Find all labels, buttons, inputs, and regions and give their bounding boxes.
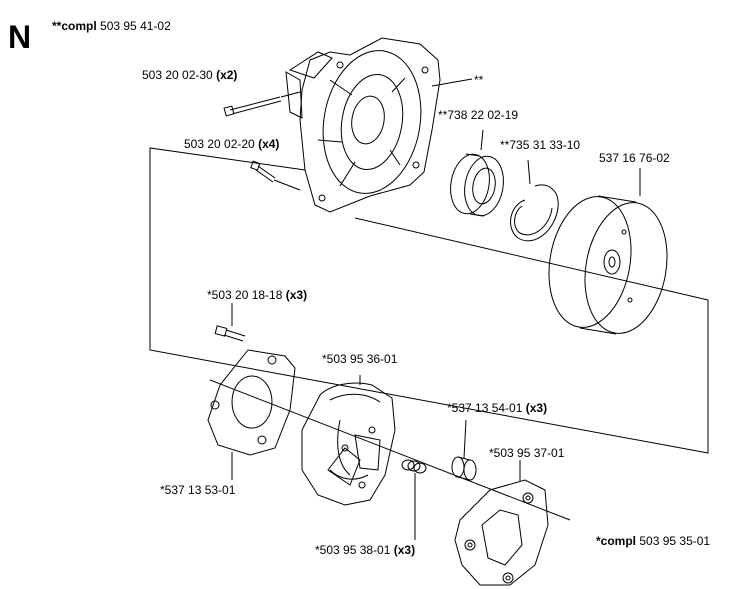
label-screw-x2-qty: (x2) <box>216 68 238 82</box>
label-clutch-assembly-prefix: *compl <box>596 534 637 548</box>
clutch-housing-drawing <box>285 37 473 213</box>
clutch-shoe-drawing <box>301 375 396 506</box>
assembly-header: **compl 503 95 41-02 <box>52 19 171 33</box>
screw-503-20-02-30-drawing <box>223 91 301 117</box>
plate-drawing <box>207 349 296 480</box>
hub-drawing <box>454 460 549 586</box>
label-screw-x4: 503 20 02-20 (x4) <box>184 137 279 151</box>
label-plate: *537 13 53-01 <box>160 483 236 497</box>
label-spring-qty: (x3) <box>393 543 416 557</box>
label-bushing-qty: (x3) <box>525 401 548 415</box>
label-housing: ** <box>474 73 484 87</box>
assembly-frame-lines <box>149 147 709 521</box>
label-circlip: **735 31 33-10 <box>500 138 581 152</box>
clutch-spring-drawing <box>401 459 427 540</box>
label-screw-x4-part: 503 20 02-20 <box>184 137 255 151</box>
label-screw-x2-part: 503 20 02-30 <box>142 68 213 82</box>
label-bolt-x3: *503 20 18-18 (x3) <box>207 288 307 302</box>
label-clutch-assembly: *compl 503 95 35-01 <box>596 534 710 548</box>
clutch-drum-drawing <box>548 168 668 335</box>
header-part-number: 503 95 41-02 <box>100 19 171 33</box>
label-spring: *503 95 38-01 (x3) <box>315 543 415 557</box>
label-spring-part: *503 95 38-01 <box>315 543 391 557</box>
section-letter: N <box>8 19 32 55</box>
label-shoe: *503 95 36-01 <box>322 352 398 366</box>
label-hub: *503 95 37-01 <box>489 446 565 460</box>
label-bushing-part: *537 13 54-01 <box>447 401 523 415</box>
screw-503-20-02-20-drawing <box>250 160 301 191</box>
label-screw-x4-qty: (x4) <box>258 137 280 151</box>
label-bushing: *537 13 54-01 (x3) <box>447 401 547 415</box>
bolt-503-20-18-18-drawing <box>214 303 246 342</box>
label-bolt-x3-part: *503 20 18-18 <box>207 288 283 302</box>
label-bearing: **738 22 02-19 <box>438 108 519 122</box>
bushing-drawing <box>451 419 477 481</box>
label-bolt-x3-qty: (x3) <box>285 288 308 302</box>
bearing-drawing <box>450 129 504 217</box>
circlip-drawing <box>510 159 559 242</box>
header-prefix: **compl <box>52 19 97 33</box>
label-drum: 537 16 76-02 <box>599 151 670 165</box>
label-screw-x2: 503 20 02-30 (x2) <box>142 68 237 82</box>
label-clutch-assembly-part: 503 95 35-01 <box>639 534 711 548</box>
